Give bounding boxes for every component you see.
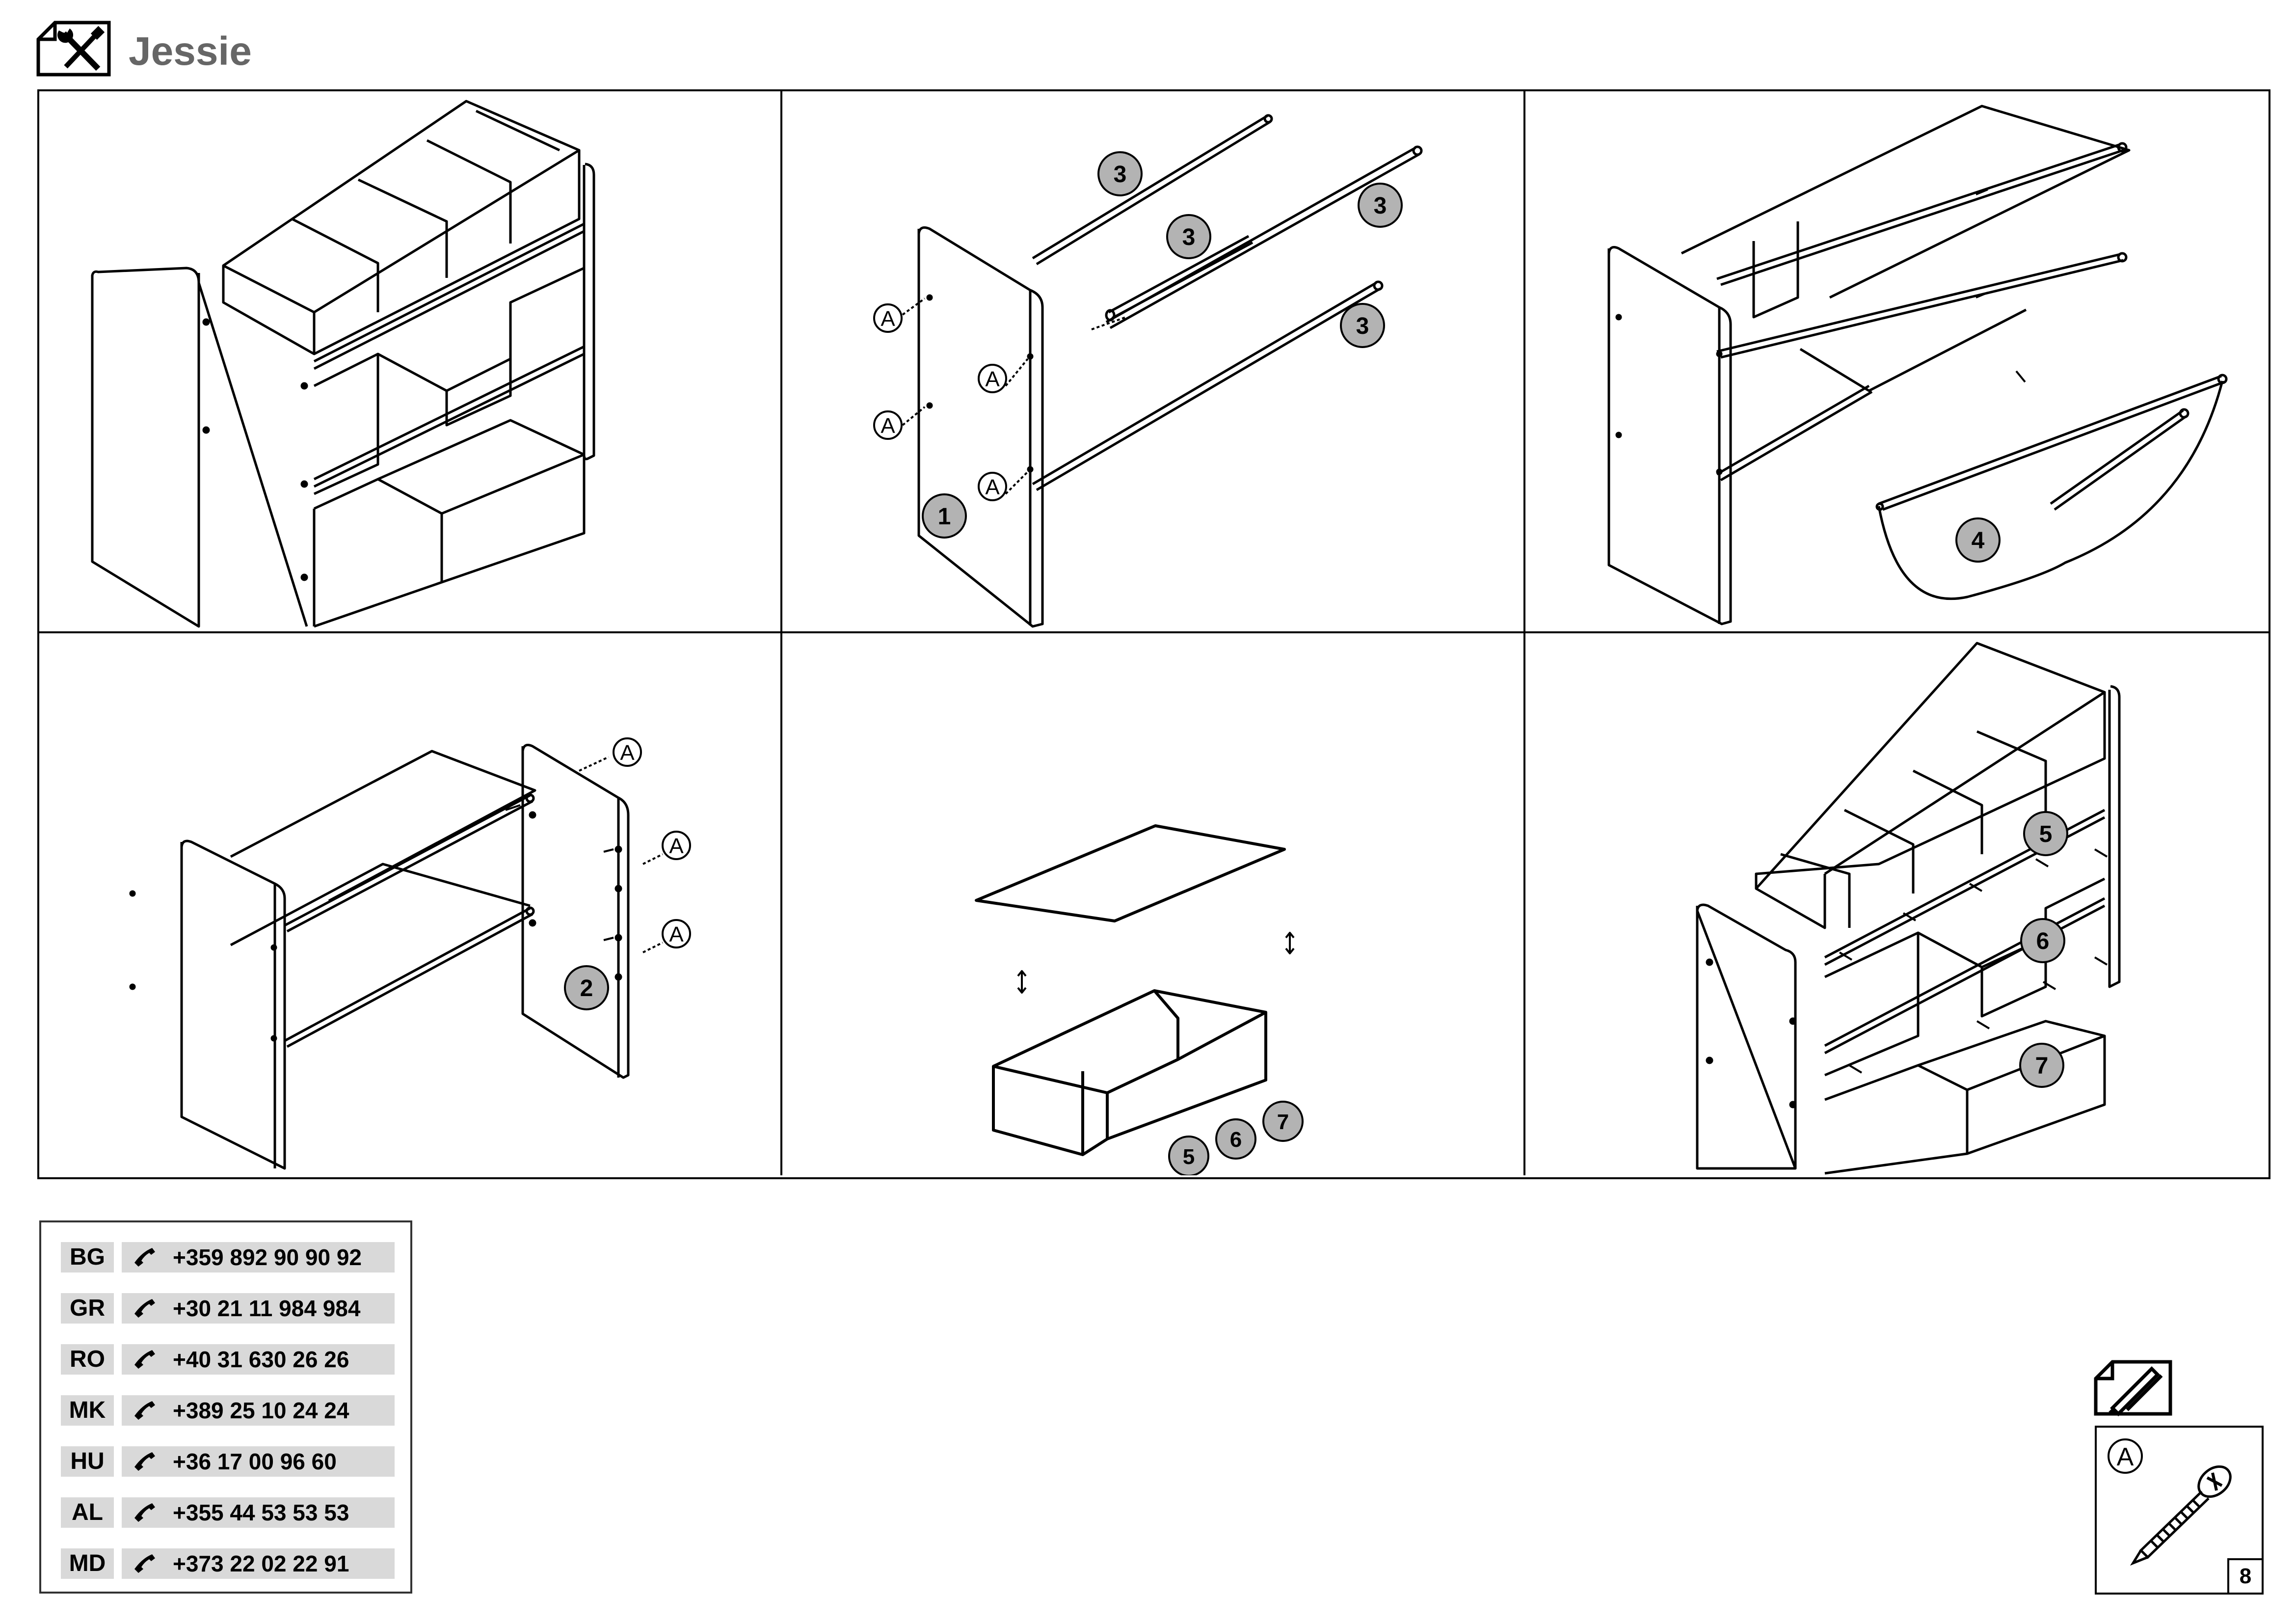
- side-panel-rails-illustration: A A A A 1 3: [873, 114, 1423, 628]
- svg-text:3: 3: [1356, 313, 1369, 339]
- country-code: MK: [61, 1395, 114, 1426]
- svg-text:A: A: [985, 367, 1000, 391]
- fabric-bin-illustration: 5 6 7: [975, 824, 1304, 1175]
- phone-row: MD +373 22 02 22 91: [61, 1548, 395, 1579]
- insert-bins-illustration: 5 6 7: [1696, 642, 2121, 1175]
- country-code: GR: [61, 1293, 114, 1324]
- svg-text:A: A: [985, 475, 1000, 499]
- support-phone-list: BG +359 892 90 90 92 GR +30 21 11 984 98…: [39, 1220, 412, 1594]
- phone-icon: [134, 1350, 155, 1369]
- screw-a-callout: A: [662, 919, 691, 948]
- svg-text:7: 7: [2035, 1053, 2049, 1079]
- phone-number[interactable]: +40 31 630 26 26: [173, 1347, 349, 1372]
- step-panel-1: A A A A 1 3: [782, 91, 1525, 633]
- svg-text:3: 3: [1182, 224, 1196, 250]
- tools-wrench-screwdriver-icon: [36, 21, 111, 77]
- svg-text:6: 6: [1230, 1128, 1242, 1152]
- svg-text:A: A: [2117, 1443, 2134, 1471]
- step-panel-2: 4: [1525, 91, 2269, 633]
- step-panel-5: 5 6 7: [1525, 633, 2269, 1175]
- screw-a-label: A: [2108, 1438, 2143, 1474]
- part-badge-3: 3: [1166, 214, 1211, 259]
- phone-icon: [134, 1554, 155, 1573]
- part-badge-4: 4: [1955, 517, 2001, 563]
- phone-icon: [134, 1503, 155, 1522]
- screw-icon: [2130, 1465, 2232, 1566]
- phone-icon: [134, 1299, 155, 1318]
- svg-text:5: 5: [1183, 1145, 1195, 1169]
- phone-row: MK +389 25 10 24 24: [61, 1395, 395, 1426]
- part-badge-7: 7: [2019, 1043, 2064, 1088]
- svg-text:3: 3: [1114, 162, 1127, 188]
- country-code: BG: [61, 1242, 114, 1272]
- svg-text:2: 2: [580, 975, 593, 1001]
- screw-a-callout: A: [662, 831, 691, 860]
- part-badge-3: 3: [1097, 151, 1143, 196]
- phone-row: HU +36 17 00 96 60: [61, 1446, 395, 1477]
- step-panel-overview: [39, 91, 782, 633]
- part-badge-5: 5: [1168, 1136, 1209, 1175]
- svg-text:5: 5: [2039, 821, 2053, 847]
- country-code: RO: [61, 1344, 114, 1375]
- phone-icon: [134, 1248, 155, 1267]
- phone-row: RO +40 31 630 26 26: [61, 1344, 395, 1375]
- part-badge-1: 1: [922, 493, 967, 539]
- phone-number[interactable]: +36 17 00 96 60: [173, 1449, 337, 1474]
- tools-pencil-ruler-icon: [2094, 1360, 2172, 1416]
- part-badge-5: 5: [2023, 811, 2068, 856]
- svg-text:1: 1: [938, 504, 951, 530]
- svg-text:3: 3: [1374, 193, 1387, 219]
- part-badge-7: 7: [1262, 1101, 1304, 1142]
- phone-number[interactable]: +373 22 02 22 91: [173, 1551, 349, 1576]
- svg-text:7: 7: [1277, 1110, 1289, 1134]
- screw-a-callout: A: [873, 303, 903, 333]
- hardware-list: A 8: [2095, 1426, 2264, 1595]
- assembly-steps-grid: A A A A 1 3: [37, 89, 2270, 1179]
- screw-a-callout: A: [978, 472, 1007, 501]
- phone-row: GR +30 21 11 984 984: [61, 1293, 395, 1324]
- phone-number[interactable]: +355 44 53 53 53: [173, 1500, 349, 1525]
- hardware-quantity: 8: [2227, 1558, 2264, 1595]
- phone-number[interactable]: +30 21 11 984 984: [173, 1296, 361, 1321]
- screw-a-callout: A: [978, 364, 1007, 393]
- country-code: HU: [61, 1446, 114, 1477]
- phone-icon: [134, 1452, 155, 1471]
- phone-row: AL +355 44 53 53 53: [61, 1497, 395, 1528]
- svg-text:A: A: [881, 307, 895, 331]
- svg-text:A: A: [669, 922, 684, 947]
- phone-number[interactable]: +389 25 10 24 24: [173, 1398, 349, 1423]
- part-badge-6: 6: [2020, 918, 2065, 963]
- part-badge-3: 3: [1340, 303, 1385, 348]
- page-title: Jessie: [129, 29, 252, 74]
- svg-text:4: 4: [1972, 528, 1985, 554]
- svg-text:A: A: [620, 741, 635, 765]
- second-side-panel-illustration: A A A 2: [129, 737, 691, 1170]
- phone-row: BG +359 892 90 90 92: [61, 1242, 395, 1272]
- part-badge-6: 6: [1215, 1118, 1256, 1160]
- svg-text:A: A: [881, 414, 895, 438]
- part-badge-3: 3: [1358, 183, 1403, 228]
- step-panel-3: A A A 2: [39, 633, 782, 1175]
- svg-text:A: A: [669, 834, 684, 858]
- screw-a-callout: A: [873, 410, 903, 440]
- svg-text:6: 6: [2036, 928, 2050, 954]
- screw-a-callout: A: [613, 737, 642, 767]
- step-panel-4: 5 6 7: [782, 633, 1525, 1175]
- fabric-shelves-illustration: 4: [1607, 105, 2228, 625]
- phone-number[interactable]: +359 892 90 90 92: [173, 1245, 362, 1270]
- phone-icon: [134, 1401, 155, 1420]
- country-code: AL: [61, 1497, 114, 1528]
- assembled-shelf-illustration: [91, 100, 595, 628]
- part-badge-2: 2: [564, 965, 609, 1010]
- country-code: MD: [61, 1548, 114, 1579]
